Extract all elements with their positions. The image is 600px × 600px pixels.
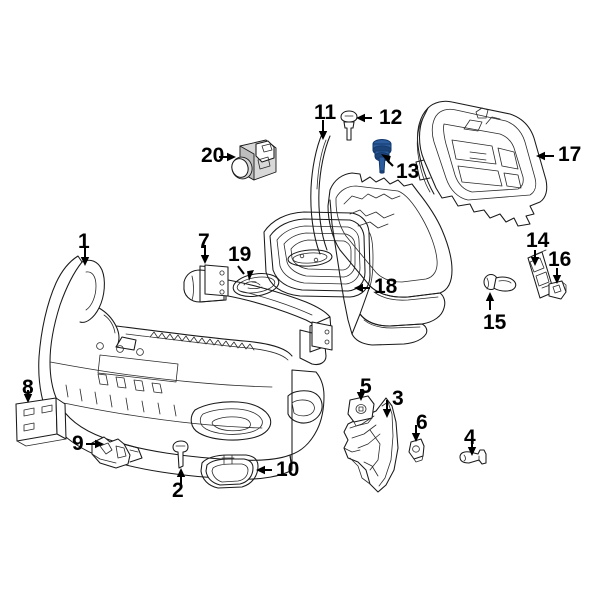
part-bumper-impact-bar[interactable] xyxy=(183,264,333,366)
callout-label-3[interactable]: 3 xyxy=(392,387,404,410)
part-license-plate-bracket[interactable] xyxy=(15,397,67,447)
callout-label-16[interactable]: 16 xyxy=(548,248,572,271)
part-radiator-grille[interactable] xyxy=(263,211,374,298)
callout-label-5[interactable]: 5 xyxy=(360,375,372,398)
part-parking-assist-sensor[interactable] xyxy=(229,139,277,182)
callout-label-10[interactable]: 10 xyxy=(276,458,300,481)
part-grille-surround-panel[interactable] xyxy=(327,172,453,346)
callout-label-20[interactable]: 20 xyxy=(201,144,225,167)
callout-label-6[interactable]: 6 xyxy=(416,411,428,434)
part-ford-oval-emblem[interactable] xyxy=(232,271,281,300)
part-fog-lamp-bezel[interactable] xyxy=(200,454,259,489)
part-radiator-grille-support[interactable] xyxy=(415,100,548,227)
callout-label-15[interactable]: 15 xyxy=(483,311,507,334)
callout-label-1[interactable]: 1 xyxy=(78,230,90,253)
part-front-bumper-cover[interactable] xyxy=(38,255,325,480)
callout-label-4[interactable]: 4 xyxy=(464,426,476,449)
part-retainer-clip-upper[interactable] xyxy=(347,395,375,427)
callout-label-19[interactable]: 19 xyxy=(228,243,252,266)
callout-label-2[interactable]: 2 xyxy=(172,479,184,502)
callout-label-14[interactable]: 14 xyxy=(526,229,550,252)
part-plastic-rivet[interactable] xyxy=(483,273,517,292)
callout-label-17[interactable]: 17 xyxy=(558,143,582,166)
part-screw-fastener[interactable] xyxy=(459,449,487,465)
part-bolt-and-washer-assembly-highlighted[interactable] xyxy=(372,139,392,174)
part-retainer-clip-lower[interactable] xyxy=(408,438,425,463)
callout-leaders xyxy=(23,113,562,486)
part-lower-bracket[interactable] xyxy=(91,436,143,469)
part-push-pin-clip[interactable] xyxy=(340,110,358,141)
callout-label-7[interactable]: 7 xyxy=(198,230,210,253)
callout-label-11[interactable]: 11 xyxy=(314,101,337,124)
part-push-pin-retainer[interactable] xyxy=(172,440,189,469)
callout-label-13[interactable]: 13 xyxy=(396,160,420,183)
callout-label-18[interactable]: 18 xyxy=(374,275,398,298)
callout-label-8[interactable]: 8 xyxy=(22,376,34,399)
part-grille-upper-trim[interactable] xyxy=(310,133,331,255)
callout-label-9[interactable]: 9 xyxy=(72,432,84,455)
callout-label-12[interactable]: 12 xyxy=(379,106,403,129)
part-small-retainer-clip[interactable] xyxy=(548,280,567,300)
